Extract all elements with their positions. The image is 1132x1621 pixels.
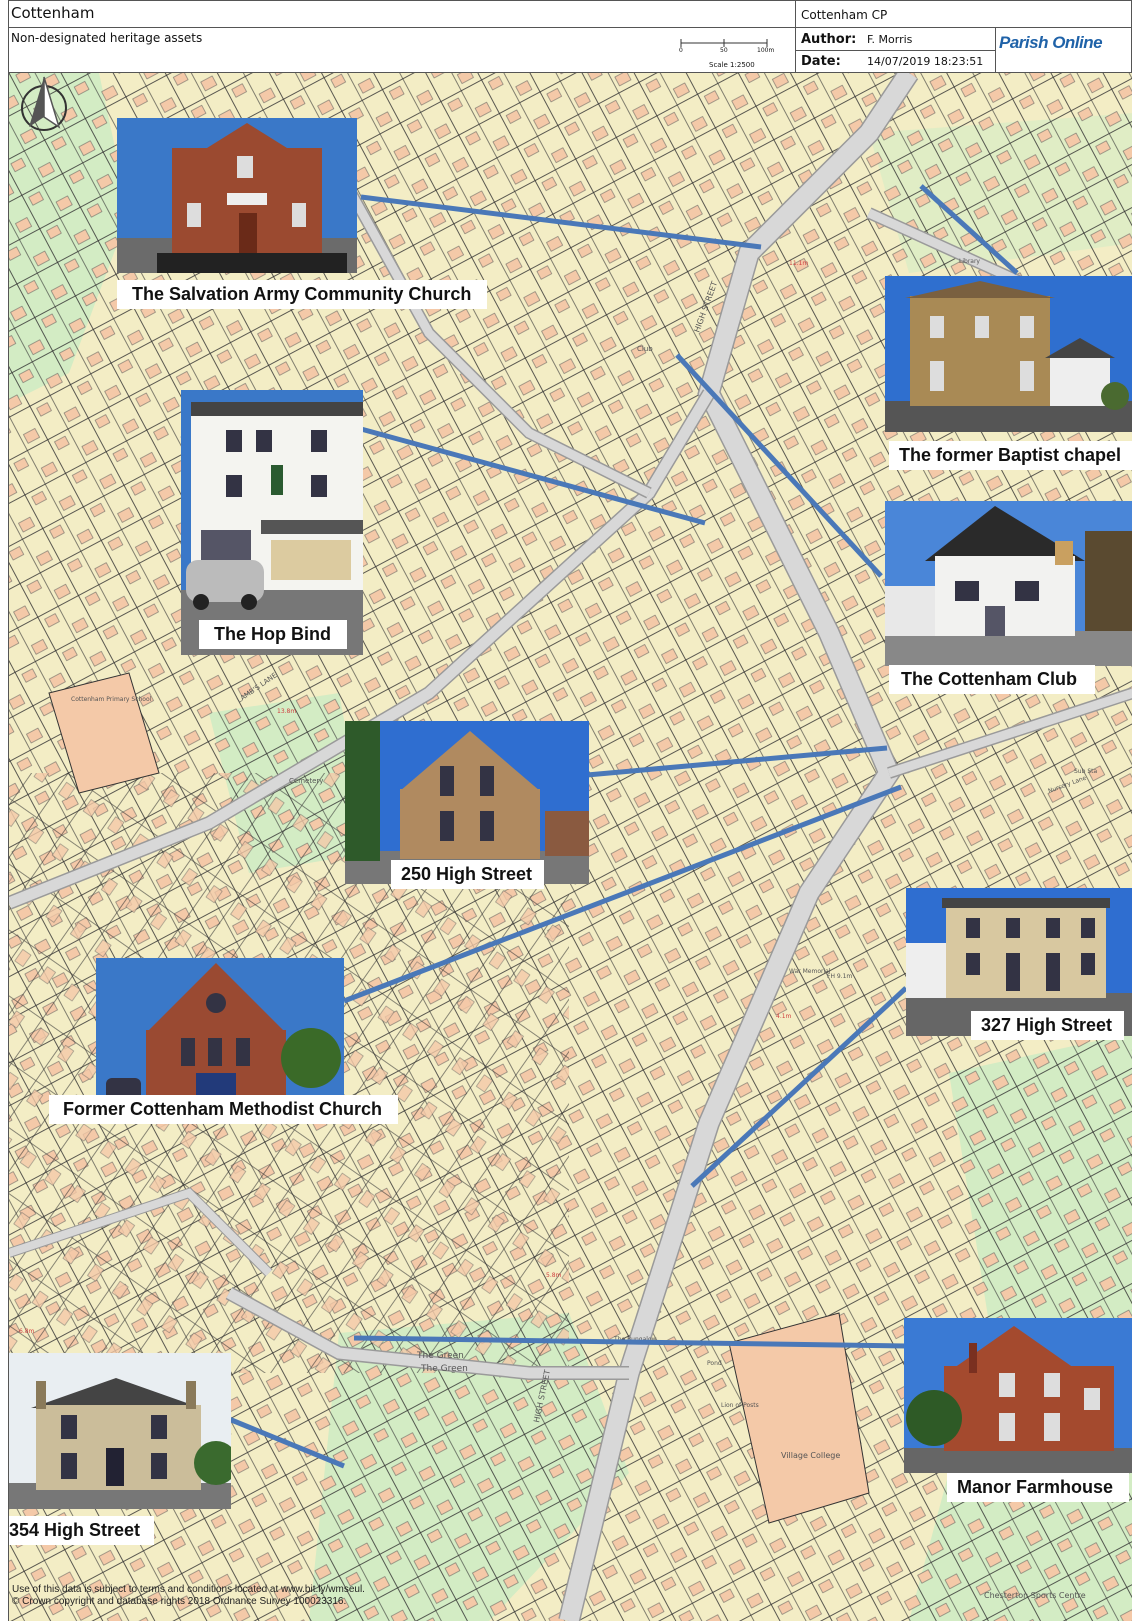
caption-hop-bind: The Hop Bind bbox=[199, 620, 347, 649]
author-label: Author: bbox=[801, 32, 857, 47]
caption-baptist-chapel: The former Baptist chapel bbox=[889, 441, 1132, 470]
photo-baptist-chapel bbox=[885, 276, 1132, 432]
map-label-bungalow: The Bungalow bbox=[613, 1336, 657, 1343]
parish-online-logo: Parish Online bbox=[999, 33, 1132, 63]
map-canvas[interactable]: HIGH STREET HIGH STREET The Green The Gr… bbox=[8, 73, 1132, 1621]
map-label-sports-centre: Chesterton Sports Centre bbox=[984, 1591, 1086, 1600]
map-label-club: Club bbox=[637, 345, 653, 353]
map-label-war-memorial: War Memorial bbox=[789, 968, 831, 975]
map-label-cemetery: Cemetery bbox=[289, 777, 323, 785]
map-label-green-1: The Green bbox=[416, 1351, 464, 1361]
photo-cottenham-club bbox=[885, 501, 1132, 666]
map-header: Cottenham Non-designated heritage assets… bbox=[8, 0, 1132, 74]
map-label-pond: Pond bbox=[707, 1360, 722, 1367]
map-label-school: Cottenham Primary School bbox=[71, 696, 152, 703]
footer-terms: Use of this data is subject to terms and… bbox=[12, 1584, 365, 1595]
map-label-village-college: Village College bbox=[781, 1451, 840, 1460]
scale-tick-50: 50 bbox=[720, 47, 728, 54]
caption-354-high-street: 354 High Street bbox=[9, 1516, 155, 1545]
map-label-spot-3: 6.8m bbox=[19, 1328, 35, 1335]
photo-manor-farmhouse bbox=[904, 1318, 1132, 1473]
logo-text: Parish Online bbox=[999, 33, 1103, 52]
map-footer: Use of this data is subject to terms and… bbox=[12, 1584, 365, 1608]
caption-327-high-street: 327 High Street bbox=[971, 1011, 1125, 1040]
map-label-green-2: The Green bbox=[420, 1364, 468, 1374]
date-label: Date: bbox=[801, 54, 841, 69]
caption-250-high-street: 250 High Street bbox=[391, 860, 545, 889]
scale-bar: 0 50 100m Scale 1:2500 bbox=[677, 31, 787, 71]
caption-methodist-church: Former Cottenham Methodist Church bbox=[49, 1095, 399, 1124]
photo-hop-bind bbox=[181, 390, 363, 655]
caption-cottenham-club: The Cottenham Club bbox=[889, 665, 1095, 694]
map-label-spot-1: 11.1m bbox=[789, 260, 808, 267]
photo-salvation-army bbox=[117, 118, 357, 273]
photo-250-high-street bbox=[345, 721, 589, 884]
photo-354-high-street bbox=[9, 1353, 231, 1509]
map-label-fh: FH 9.1m bbox=[827, 973, 852, 980]
map-label-spot-2: 13.8m bbox=[277, 708, 296, 715]
scale-tick-100: 100m bbox=[757, 47, 775, 54]
caption-manor-farmhouse: Manor Farmhouse bbox=[947, 1473, 1130, 1502]
caption-salvation-army: The Salvation Army Community Church bbox=[117, 280, 488, 309]
map-subtitle: Non-designated heritage assets bbox=[11, 31, 203, 45]
map-label-lion-of-posts: Lion of Posts bbox=[721, 1402, 759, 1409]
date-value: 14/07/2019 18:23:51 bbox=[867, 55, 984, 68]
map-label-sub-sta: Sub Sta bbox=[1074, 768, 1097, 775]
author-name: F. Morris bbox=[867, 33, 913, 46]
leader-lines bbox=[228, 184, 1019, 1469]
scale-tick-0: 0 bbox=[679, 47, 683, 54]
scale-label: Scale 1:2500 bbox=[709, 61, 755, 69]
map-label-spot-4: 5.8m bbox=[546, 1272, 562, 1279]
footer-copyright: © Crown copyright and database rights 20… bbox=[12, 1596, 347, 1607]
place-title: Cottenham bbox=[11, 4, 95, 22]
map-label-library: Library bbox=[959, 258, 980, 265]
map-label-spot-5: 4.1m bbox=[776, 1013, 792, 1020]
parish-name: Cottenham CP bbox=[801, 8, 888, 22]
north-arrow-icon bbox=[19, 75, 69, 135]
